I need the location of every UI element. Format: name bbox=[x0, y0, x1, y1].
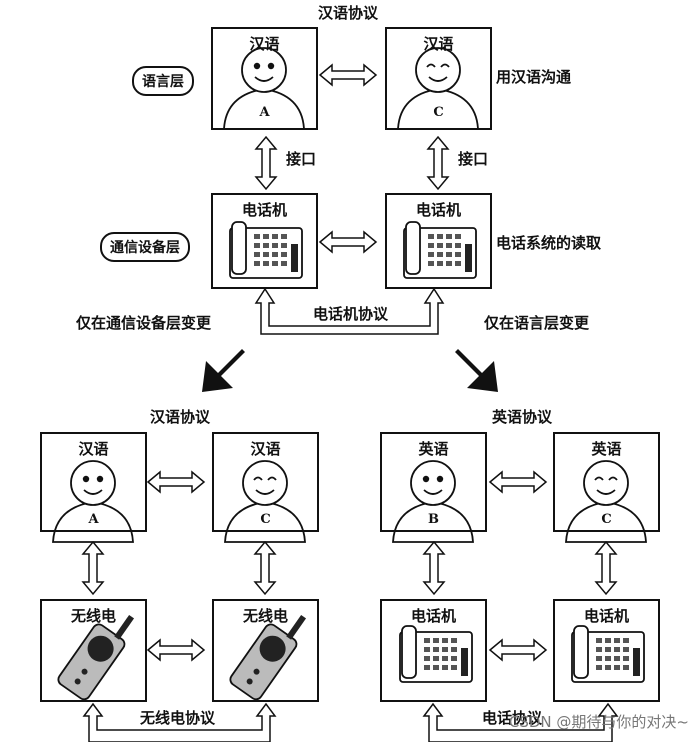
phone-title-left: 电话机 bbox=[241, 201, 287, 219]
br-device-protocol-arrow bbox=[422, 702, 619, 742]
bl-radio-box-left: 无线电 bbox=[40, 599, 147, 702]
br-person-c-box: 英语 C bbox=[553, 432, 660, 532]
br-interface-arrow-right bbox=[595, 541, 617, 595]
bl-person-c-box: 汉语 C bbox=[212, 432, 319, 532]
change-left-label: 仅在通信设备层变更 bbox=[76, 314, 212, 332]
bl-person-c-letter: C bbox=[260, 512, 271, 527]
bl-radio-box-right: 无线电 bbox=[212, 599, 319, 702]
bl-interface-arrow-right bbox=[254, 541, 276, 595]
br-person-c-title: 英语 bbox=[591, 440, 622, 458]
br-person-b-title: 英语 bbox=[418, 440, 449, 458]
person-c-letter: C bbox=[433, 105, 444, 120]
right-note: 用汉语沟通 bbox=[496, 68, 572, 86]
phone-box-right: 电话机 bbox=[385, 193, 492, 289]
bl-protocol-label: 汉语协议 bbox=[150, 408, 211, 426]
person-a-box: 汉语 A bbox=[211, 27, 318, 130]
br-phone-link-arrow bbox=[489, 639, 547, 661]
person-c-title: 汉语 bbox=[423, 35, 454, 53]
br-person-b-box: 英语 B bbox=[380, 432, 487, 532]
br-person-b-letter: B bbox=[428, 512, 439, 527]
device-note: 电话系统的读取 bbox=[496, 234, 602, 252]
br-person-c-letter: C bbox=[601, 512, 612, 527]
br-device-protocol-label: 电话协议 bbox=[482, 709, 543, 727]
top-protocol-label: 汉语协议 bbox=[318, 4, 379, 22]
phone-protocol-label: 电话机协议 bbox=[313, 305, 389, 323]
bl-radio-link-arrow bbox=[147, 639, 205, 661]
bl-device-protocol-label: 无线电协议 bbox=[140, 709, 216, 727]
person-c-box: 汉语 C bbox=[385, 27, 492, 130]
bl-device-protocol-arrow bbox=[82, 702, 277, 742]
br-phone-title-right: 电话机 bbox=[583, 607, 629, 625]
language-protocol-arrow bbox=[319, 64, 377, 86]
br-phone-title-left: 电话机 bbox=[410, 607, 456, 625]
bl-person-a-box: 汉语 A bbox=[40, 432, 147, 532]
br-protocol-label: 英语协议 bbox=[492, 408, 553, 426]
phone-title-right: 电话机 bbox=[415, 201, 461, 219]
person-a-letter: A bbox=[259, 105, 270, 120]
br-interface-arrow-left bbox=[423, 541, 445, 595]
bl-protocol-arrow bbox=[147, 471, 205, 493]
br-phone-box-left: 电话机 bbox=[380, 599, 487, 702]
br-protocol-arrow bbox=[489, 471, 547, 493]
phone-link-arrow bbox=[319, 231, 377, 253]
person-a-title: 汉语 bbox=[249, 35, 280, 53]
bl-person-a-letter: A bbox=[88, 512, 99, 527]
language-layer-pill: 语言层 bbox=[132, 66, 194, 96]
interface-label-left: 接口 bbox=[286, 150, 317, 168]
interface-arrow-left bbox=[255, 136, 277, 190]
phone-protocol-arrow bbox=[254, 287, 445, 335]
down-right-arrow bbox=[455, 349, 498, 392]
bl-interface-arrow-left bbox=[82, 541, 104, 595]
watermark: CSDN @期待与你的对决~ bbox=[508, 713, 689, 731]
down-left-arrow bbox=[202, 349, 245, 392]
change-right-label: 仅在语言层变更 bbox=[484, 314, 590, 332]
interface-label-right: 接口 bbox=[458, 150, 489, 168]
bl-person-c-title: 汉语 bbox=[250, 440, 281, 458]
phone-box-left: 电话机 bbox=[211, 193, 318, 289]
device-layer-pill: 通信设备层 bbox=[100, 232, 190, 262]
br-phone-box-right: 电话机 bbox=[553, 599, 660, 702]
bl-person-a-title: 汉语 bbox=[78, 440, 109, 458]
bl-radio-title-right: 无线电 bbox=[242, 607, 288, 625]
interface-arrow-right bbox=[427, 136, 449, 190]
bl-radio-title-left: 无线电 bbox=[70, 607, 116, 625]
